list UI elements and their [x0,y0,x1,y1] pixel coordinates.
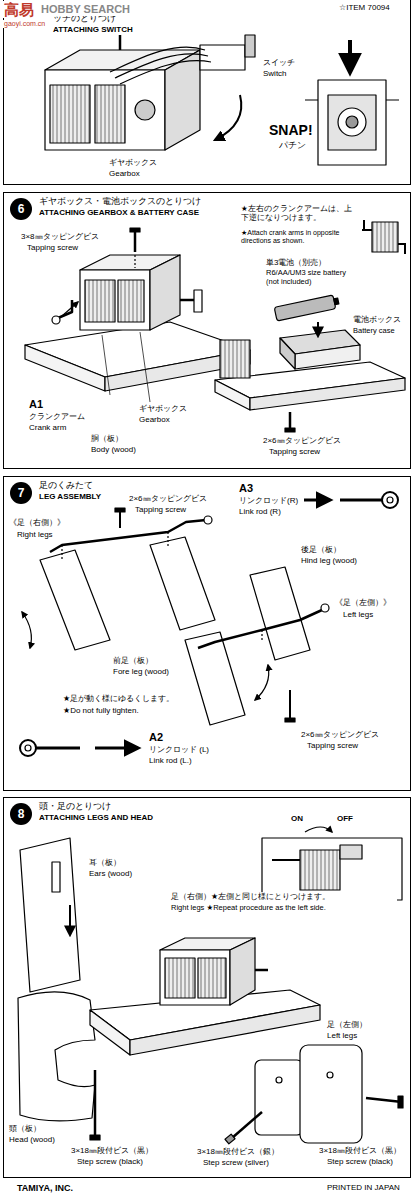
part-label: 2×6㎜タッピングビス [262,436,342,445]
part-label: Right legs ★Repeat procedure as the left… [170,904,397,913]
part-label: Tapping screw [268,447,321,456]
part-label: 3×18㎜段付ビス（黒） [318,1146,402,1155]
switch-inset [262,827,402,900]
part-label: 足（左側） [326,1020,368,1029]
part-label: ギヤボックス [108,158,158,167]
part-label: 3×18㎜段付ビス（銀） [196,1147,280,1156]
part-label: リンクロッド(R) [238,496,299,505]
part-label: ★Do not fully tighten. [62,706,140,715]
part-label: 2×6㎜タッピングビス [300,730,380,739]
part-label: A3 [238,482,254,495]
crank-icon [362,220,406,254]
part-label: Step screw (black) [76,1157,144,1166]
gearbox-on-body [25,228,250,402]
step-title-en: ATTACHING LEGS AND HEAD [38,814,154,823]
body-gearbox-drawing [90,938,320,1055]
part-label: Switch [262,69,288,78]
part-label: Crank arm [28,423,67,432]
part-label: TAMIYA, INC. [16,1183,74,1193]
part-label: Tapping screw [26,243,79,252]
step-number: 6 [10,198,32,220]
step-title-ja: 頭・足のとりつけ [38,802,112,812]
part-label: Step screw (silver) [202,1158,270,1167]
watermark: gaoyi.com.cn [3,20,46,28]
part-label: 《足（左側）》 [334,598,392,607]
part-label: スイッチ [262,58,296,67]
part-label: 2×6㎜タッピングビス [128,494,208,503]
part-label: Link rod (R) [238,507,282,516]
part-label: A1 [28,398,44,411]
part-label: 耳（板） [88,858,122,867]
part-label: リンクロッド (L) [148,745,210,754]
watermark: HOBBY SEARCH [40,3,131,16]
part-label: PRINTED IN JAPAN [326,1183,401,1192]
left-legs-attached [225,1045,403,1144]
part-label: 頭（板） [8,1124,42,1133]
watermark: 高易 [3,1,35,18]
head-and-ears-drawing [18,838,100,1140]
gearbox-drawing [45,28,200,150]
part-label: 電池ボックス [352,316,402,325]
step-title-en: ATTACHING GEARBOX & BATTERY CASE [38,209,200,218]
part-label: 前足（板） [112,656,154,665]
step-title-ja: 足のくみたて [38,481,94,491]
part-label: ギヤボックス [138,404,188,413]
part-label: 3×18㎜段付ビス（黒） [70,1146,154,1155]
part-label: Right legs [16,530,54,539]
step-number: 8 [10,803,32,825]
part-label: ★足が動く様にゆるくします。 [62,694,175,703]
part-label: Hind leg (wood) [300,556,358,565]
step-title-ja: ギヤボックス・電池ボックスのとりつけ [38,197,202,207]
part-label: Step screw (black) [326,1157,394,1166]
part-label: 3×8㎜タッピングビス [20,232,100,241]
part-label: Link rod (L.) [148,756,193,765]
part-label: 《足（右側）》 [8,518,66,527]
step-panel: 8 頭・足のとりつけ ATTACHING LEGS AND HEAD [3,797,411,1178]
part-label: Fore leg (wood) [112,667,170,676]
part-label: Left legs [342,610,374,619]
part-label: Left legs [326,1031,358,1040]
part-label: Tapping screw [134,505,187,514]
battery-case-drawing [215,294,405,432]
link-rod-l-icon [20,740,138,756]
part-label: OFF [336,814,354,823]
part-label: 単3電池（別売） [265,258,327,267]
part-label: ★左右のクランクアームは、上下逆になりつけます。 [240,205,360,222]
part-label: 胴（板） [90,434,124,443]
part-label: R6/AA/UM3 size battery (not included) [265,269,362,286]
part-label: Battery case [352,327,396,336]
link-rod-r-icon [304,492,398,508]
switch-drawing [110,35,255,140]
part-label: A2 [148,731,164,744]
part-label: 後足（板） [300,545,342,554]
step-panel: ッチのとりつけATTACHING SWITCH [3,0,411,185]
snap-detail [305,40,399,165]
part-label: Tapping screw [306,741,359,750]
part-label: SNAP! [268,122,314,138]
step-title-en: LEG ASSEMBLY [38,493,102,502]
part-label: パチン [278,140,307,150]
part-label: Head (wood) [8,1135,56,1144]
item-number: ☆ITEM 70094 [338,3,391,12]
part-label: ★Attach crank arms in opposite direction… [240,229,360,245]
part-label: Gearbox [108,169,141,178]
part-label: Body (wood) [90,445,137,454]
part-label: ON [290,814,304,823]
part-label: Gearbox [138,415,171,424]
part-label: 足（右側）★左側と同じ様にとりつけます。 [170,892,397,901]
left-legs-drawing [185,567,329,725]
part-label: クランクアーム [28,412,86,421]
part-label: Ears (wood) [88,869,133,878]
step-title-en: ATTACHING SWITCH [52,26,134,35]
step-number: 7 [10,482,32,504]
